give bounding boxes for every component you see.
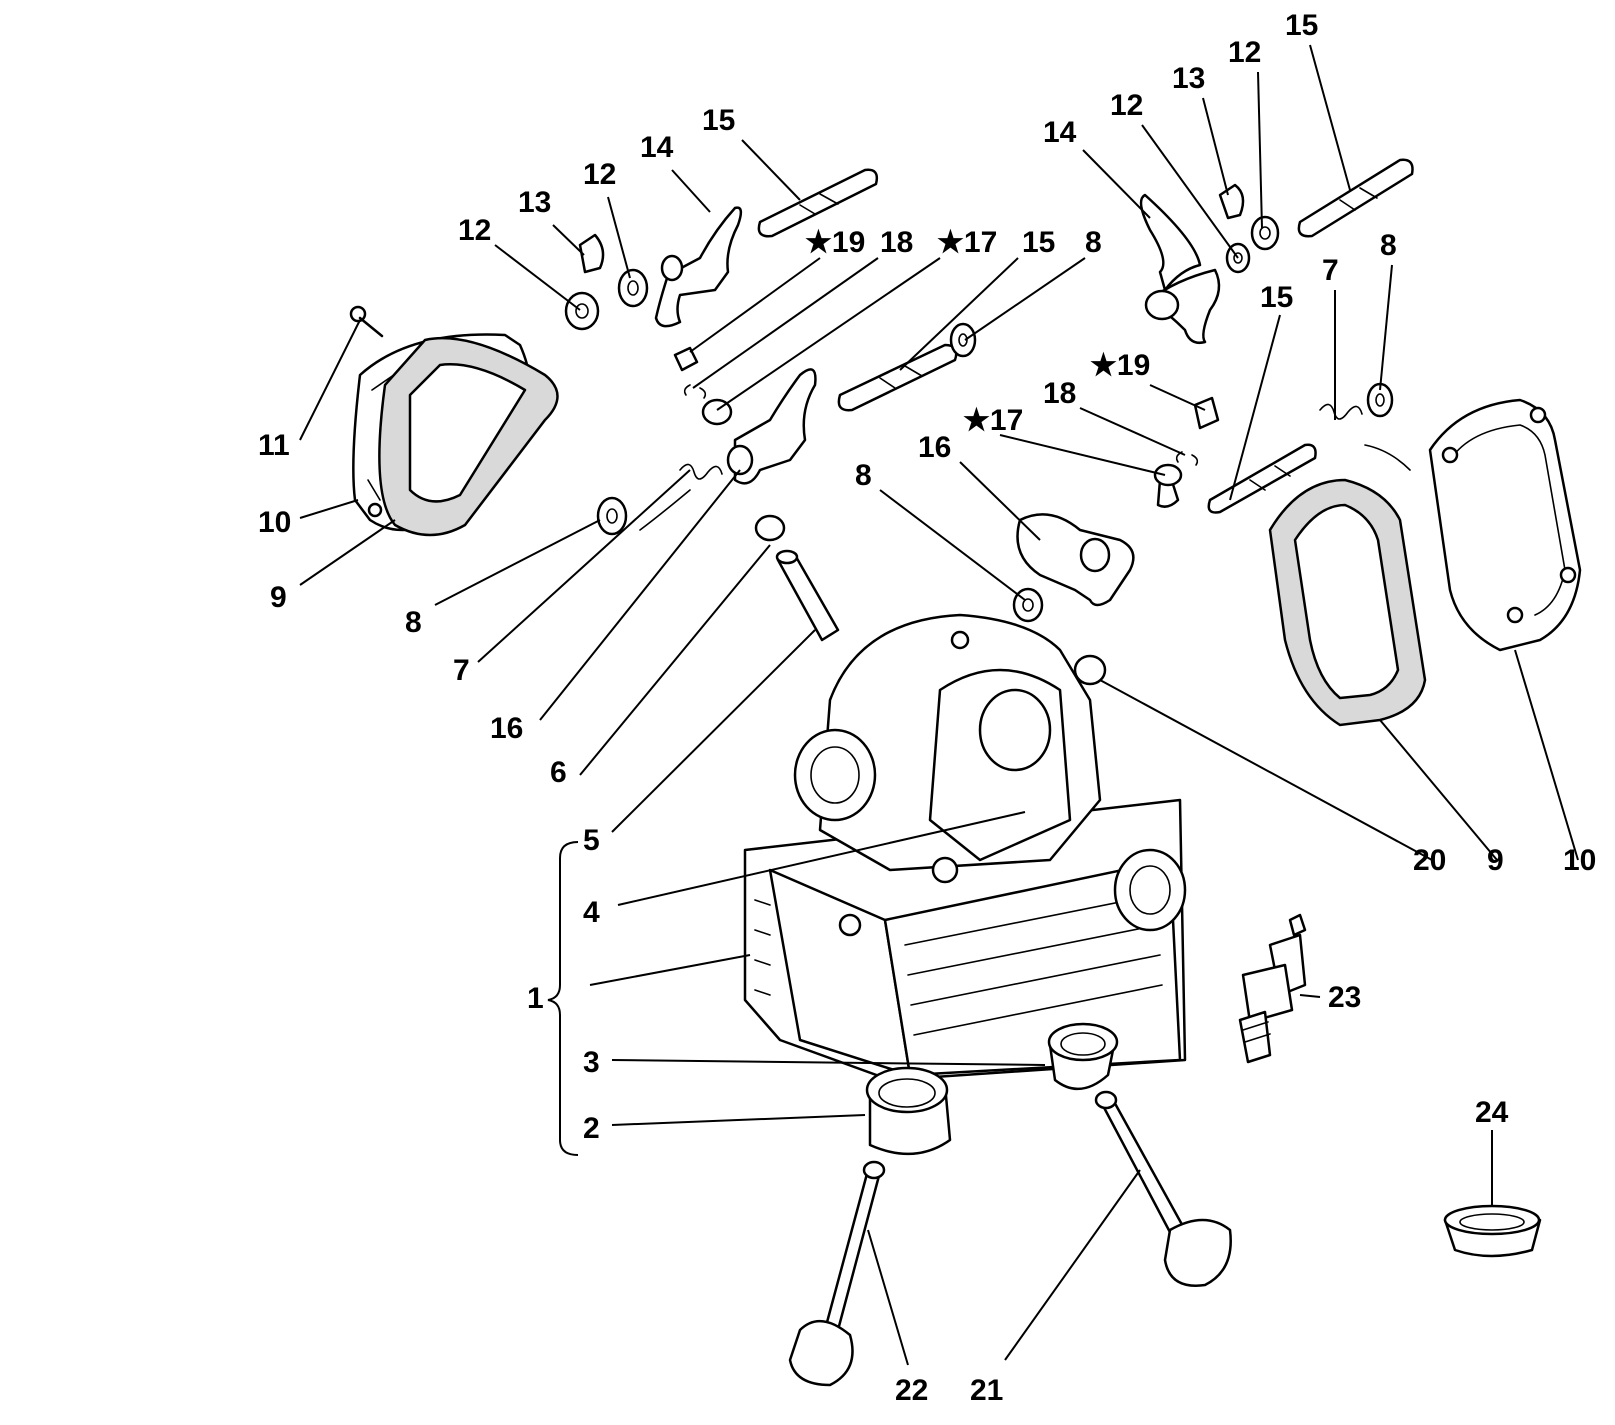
label-16-left: 16 xyxy=(490,712,523,745)
label-9-left: 9 xyxy=(270,581,287,614)
spark-plug xyxy=(1238,913,1307,1064)
label-15-right-a: 15 xyxy=(1285,9,1318,42)
cylinder-head xyxy=(743,613,1187,1082)
label-16-right: 16 xyxy=(918,431,951,464)
label-12-left-a: 12 xyxy=(458,214,491,247)
label-12-right-a: 12 xyxy=(1110,89,1143,122)
label-13-right: 13 xyxy=(1172,62,1205,95)
label-6: 6 xyxy=(550,756,567,789)
label-8-left-upper: 8 xyxy=(1085,226,1102,259)
valve-seats xyxy=(865,1022,1119,1156)
label-15-right-b: 15 xyxy=(1260,281,1293,314)
label-19-left: ★19 xyxy=(805,226,865,259)
label-20: 20 xyxy=(1413,844,1446,877)
label-9-right: 9 xyxy=(1487,844,1504,877)
left-upper-rocker-parts xyxy=(564,168,879,331)
label-17-left: ★17 xyxy=(937,226,997,259)
label-21: 21 xyxy=(970,1374,1003,1407)
label-15-left-a: 15 xyxy=(702,104,735,137)
label-8-right-lower: 8 xyxy=(855,459,872,492)
left-bolt xyxy=(349,305,384,338)
label-14-left: 14 xyxy=(640,131,674,164)
label-19-right: ★19 xyxy=(1090,349,1150,382)
label-8-left-lower: 8 xyxy=(405,606,422,639)
label-2: 2 xyxy=(583,1112,600,1145)
cup xyxy=(1443,1204,1542,1258)
label-15-left-b: 15 xyxy=(1022,226,1055,259)
label-7-left: 7 xyxy=(453,654,470,687)
label-7-right: 7 xyxy=(1322,254,1339,287)
left-lower-rocker-parts xyxy=(596,322,977,536)
label-23: 23 xyxy=(1328,981,1361,1014)
label-12-right-b: 12 xyxy=(1228,36,1261,69)
valves xyxy=(788,1090,1232,1387)
label-18-right: 18 xyxy=(1043,377,1076,410)
label-14-right: 14 xyxy=(1043,116,1077,149)
label-17-right: ★17 xyxy=(963,404,1023,437)
label-1: 1 xyxy=(527,982,544,1015)
label-11: 11 xyxy=(258,429,290,462)
left-gasket xyxy=(378,336,559,537)
right-rocker-cover xyxy=(1428,398,1582,652)
label-3: 3 xyxy=(583,1046,600,1079)
label-5: 5 xyxy=(583,824,600,857)
label-10-left: 10 xyxy=(258,506,291,539)
label-18-left: 18 xyxy=(880,226,913,259)
label-12-left-b: 12 xyxy=(583,158,616,191)
leader-lines xyxy=(299,44,1579,1366)
callout-labels: 11 10 9 8 7 16 6 5 4 1 3 2 12 13 12 14 1… xyxy=(258,9,1596,1407)
label-22: 22 xyxy=(895,1374,928,1407)
parts-drawing xyxy=(349,158,1582,1387)
label-13-left: 13 xyxy=(518,186,551,219)
label-10-right: 10 xyxy=(1563,844,1596,877)
label-8-right-upper: 8 xyxy=(1380,229,1397,262)
label-4: 4 xyxy=(583,896,600,929)
right-gasket xyxy=(1268,478,1427,727)
label-24: 24 xyxy=(1475,1096,1509,1129)
right-upper-rocker-parts xyxy=(1139,158,1414,344)
